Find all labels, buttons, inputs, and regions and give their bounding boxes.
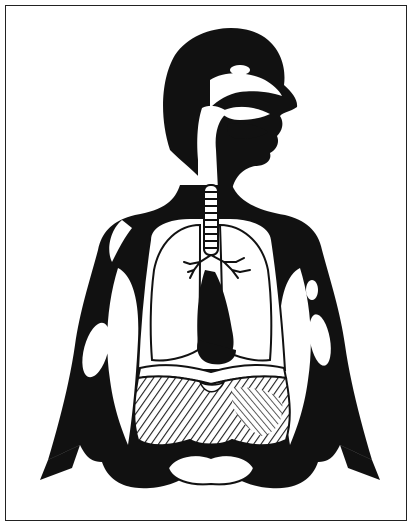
eye [230, 65, 250, 75]
right-shoulder-oval [306, 280, 318, 300]
pelvis-cutout [168, 455, 254, 484]
